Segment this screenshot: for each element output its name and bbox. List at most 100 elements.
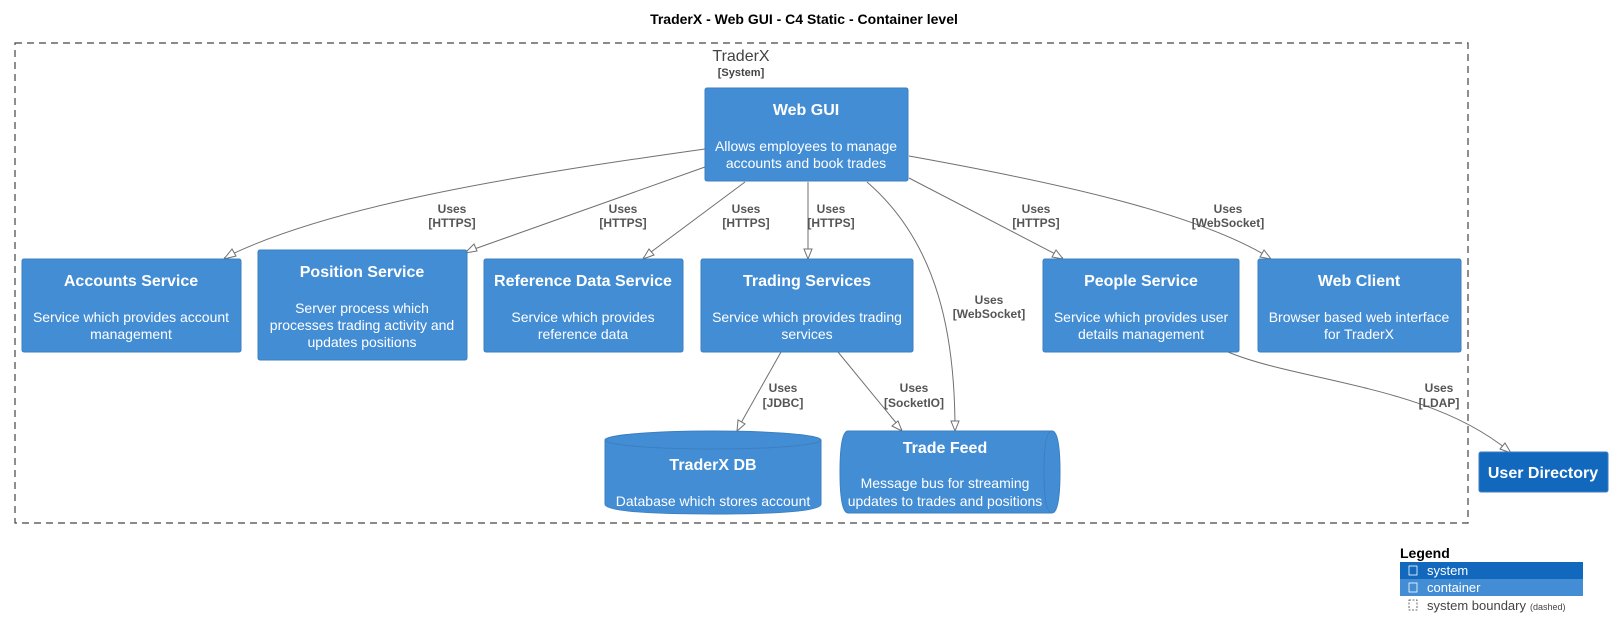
node-desc: reference data [538,326,628,342]
edge-gui-trading: Uses [HTTPS] [803,182,855,261]
edge-label: Uses [975,293,1004,307]
node-box [1042,258,1240,353]
node-title: TraderX DB [669,457,756,474]
edge-gui-webclient: Uses [WebSocket] [908,155,1273,260]
system-boundary-traderx: TraderX [System] [14,42,1469,524]
node-title: Position Service [300,264,425,281]
legend-swatch [1400,562,1583,579]
node-title: Web GUI [773,102,839,119]
legend: Legend system container system boundary(… [1400,545,1583,613]
edge-label: Uses [769,381,798,395]
edge-line [837,351,903,431]
node-desc: updates positions [308,334,417,350]
edge-line [908,177,1064,259]
legend-item-system-boundary: system boundary(dashed) [1408,598,1566,613]
edge-trading-tradefeed: Uses [SocketIO] [837,351,944,433]
edge-line [465,166,706,253]
node-title: Web Client [1318,273,1401,290]
edge-label: Uses [438,202,467,216]
node-accounts-service[interactable]: Accounts Service Service which provides … [21,258,242,353]
edge-protocol: [SocketIO] [884,396,944,410]
node-people-service[interactable]: People Service Service which provides us… [1042,258,1240,353]
edge-arrowhead [463,243,478,254]
node-desc: Server process which [295,300,429,316]
node-trade-feed[interactable]: Trade Feed Message bus for streaming upd… [839,430,1061,514]
edge-arrowhead [950,420,960,433]
boundary-frame [14,42,1469,524]
node-web-gui[interactable]: Web GUI Allows employees to manage accou… [704,87,909,182]
edge-people-userdir: Uses [LDAP] [1227,351,1513,454]
legend-label: system [1427,563,1468,578]
edge-protocol: [HTTPS] [1012,216,1059,230]
edge-arrowhead [891,420,903,433]
node-user-directory[interactable]: User Directory [1478,451,1609,493]
node-desc: Service which provides user [1054,309,1229,325]
node-desc: management [90,326,172,342]
edges: Uses [HTTPS] Uses [HTTPS] Uses [HTTPS] U… [222,148,1513,454]
edge-label: Uses [609,202,638,216]
legend-label-text: system boundary [1427,598,1526,613]
node-title: Reference Data Service [494,273,672,290]
boundary-title: TraderX [712,48,770,65]
edge-label: Uses [817,202,846,216]
edge-line [908,155,1271,259]
node-desc: Allows employees to manage [715,138,897,154]
edge-gui-people: Uses [HTTPS] [908,177,1065,260]
edge-label: Uses [732,202,761,216]
node-desc: Service which provides [511,309,654,325]
edge-gui-tradefeed: Uses [WebSocket] [866,181,1025,433]
node-desc: accounts and book trades [726,155,886,171]
db-cylinder-top [604,430,822,450]
edge-protocol: [HTTPS] [807,216,854,230]
node-title: People Service [1084,273,1198,290]
node-position-service[interactable]: Position Service Server process which pr… [257,249,468,361]
edge-protocol: [WebSocket] [1192,216,1264,230]
node-desc: Database which stores account [616,493,811,509]
edge-line [223,148,706,259]
node-desc: Message bus for streaming [861,475,1030,491]
node-desc: Service which provides trading [712,309,902,325]
diagram-title: TraderX - Web GUI - C4 Static - Containe… [650,11,958,27]
edge-label: Uses [1425,381,1454,395]
legend-label: container [1427,580,1481,595]
edge-arrowhead [222,248,237,260]
node-desc: updates to trades and positions [848,493,1043,509]
node-box [704,87,909,182]
node-reference-data-service[interactable]: Reference Data Service Service which pro… [483,258,684,353]
edge-gui-accounts: Uses [HTTPS] [222,148,706,260]
node-title: Trade Feed [903,440,987,457]
edge-protocol: [LDAP] [1419,396,1460,410]
boundary-type: [System] [718,67,765,79]
edge-gui-refdata: Uses [HTTPS] [641,181,770,260]
edge-arrowhead [736,419,746,433]
edge-line [736,351,782,431]
node-title: Accounts Service [64,273,198,290]
square-icon [1408,565,1418,576]
node-traderx-db[interactable]: TraderX DB Database which stores account [604,430,822,515]
node-trading-services[interactable]: Trading Services Service which provides … [700,258,914,353]
edge-arrowhead [803,248,813,261]
edge-arrowhead [1051,249,1065,260]
node-box [1257,258,1462,353]
node-box [1478,451,1609,493]
edge-line [866,181,956,431]
node-box [257,249,468,361]
edge-protocol: [HTTPS] [722,216,769,230]
edge-label: Uses [900,381,929,395]
edge-gui-position: Uses [HTTPS] [463,166,706,254]
edge-arrowhead [1259,249,1273,260]
edge-label: Uses [1214,202,1243,216]
node-desc: for TraderX [1324,326,1395,342]
node-desc: details management [1078,326,1204,342]
edge-protocol: [JDBC] [763,396,804,410]
edge-arrowhead [1499,442,1513,454]
edge-label: Uses [1022,202,1051,216]
node-title: User Directory [1488,465,1598,482]
nodes: Web GUI Allows employees to manage accou… [21,87,1609,515]
db-cylinder-body [604,440,822,515]
node-title: Trading Services [743,273,871,290]
node-web-client[interactable]: Web Client Browser based web interface f… [1257,258,1462,353]
queue-end [1043,430,1053,514]
legend-title: Legend [1400,545,1450,561]
